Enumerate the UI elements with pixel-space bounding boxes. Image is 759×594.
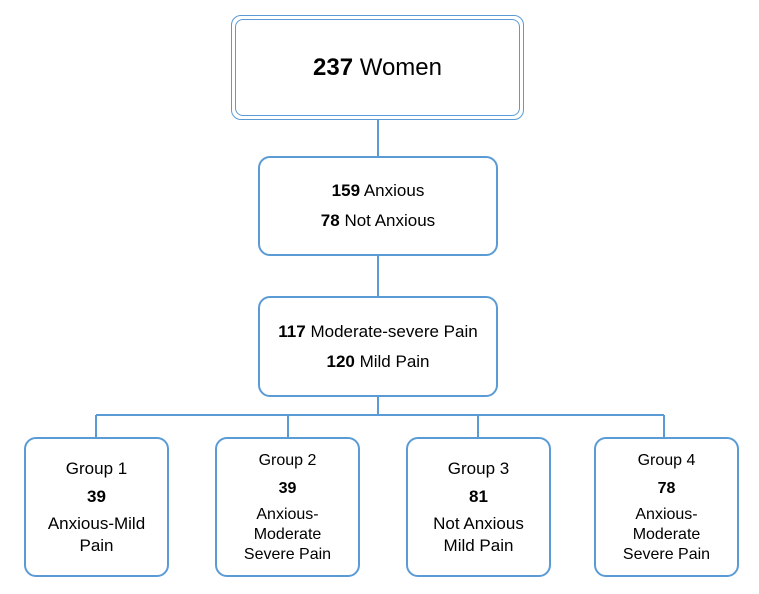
group-3-count: 81 (469, 487, 488, 506)
group-2-desc-line1: Anxious- (256, 506, 319, 523)
group-3-node: Group 3 81 Not Anxious Mild Pain (406, 437, 551, 577)
not-anxious-count: 78 (320, 211, 340, 230)
group-4-count: 78 (657, 480, 676, 497)
group-2-count: 39 (278, 480, 297, 497)
pain-node: 117 Moderate-severe Pain 120 Mild Pain (258, 296, 498, 397)
group-2-desc-line2: Moderate (253, 526, 322, 543)
moderate-severe-line: 117 Moderate-severe Pain (278, 317, 477, 347)
group-2-desc-line3: Severe Pain (243, 546, 332, 563)
group-1-title: Group 1 (65, 459, 128, 478)
group-2-node: Group 2 39 Anxious- Moderate Severe Pain (215, 437, 360, 577)
group-4-node: Group 4 78 Anxious- Moderate Severe Pain (594, 437, 739, 577)
mild-pain-count: 120 (326, 351, 355, 371)
moderate-severe-label: Moderate-severe Pain (310, 321, 478, 341)
group-1-node: Group 1 39 Anxious-Mild Pain (24, 437, 169, 577)
group-1-count: 39 (87, 487, 106, 506)
total-women-node: 237 Women (231, 15, 524, 120)
group-1-desc-line1: Anxious-Mild (47, 514, 146, 533)
anxious-label: Anxious (363, 181, 425, 200)
group-4-desc-line1: Anxious- (635, 506, 698, 523)
group-2-title: Group 2 (258, 452, 317, 469)
total-count: 237 (313, 53, 354, 81)
group-4-desc-line3: Severe Pain (622, 546, 711, 563)
group-3-desc-line2: Mild Pain (443, 536, 514, 555)
total-women-inner: 237 Women (235, 19, 520, 116)
anxiety-node: 159 Anxious 78 Not Anxious (258, 156, 498, 256)
moderate-severe-count: 117 (278, 321, 306, 341)
mild-pain-label: Mild Pain (359, 351, 430, 371)
group-3-desc-line1: Not Anxious (433, 514, 524, 533)
anxious-count: 159 (331, 181, 361, 200)
total-label: Women (359, 53, 442, 81)
group-4-desc-line2: Moderate (632, 526, 701, 543)
anxious-line: 159 Anxious (332, 176, 425, 206)
group-1-desc-line2: Pain (79, 536, 114, 555)
not-anxious-line: 78 Not Anxious (321, 206, 435, 236)
group-3-title: Group 3 (447, 459, 510, 478)
group-4-title: Group 4 (637, 452, 696, 469)
mild-pain-line: 120 Mild Pain (326, 347, 429, 377)
not-anxious-label: Not Anxious (344, 211, 436, 230)
